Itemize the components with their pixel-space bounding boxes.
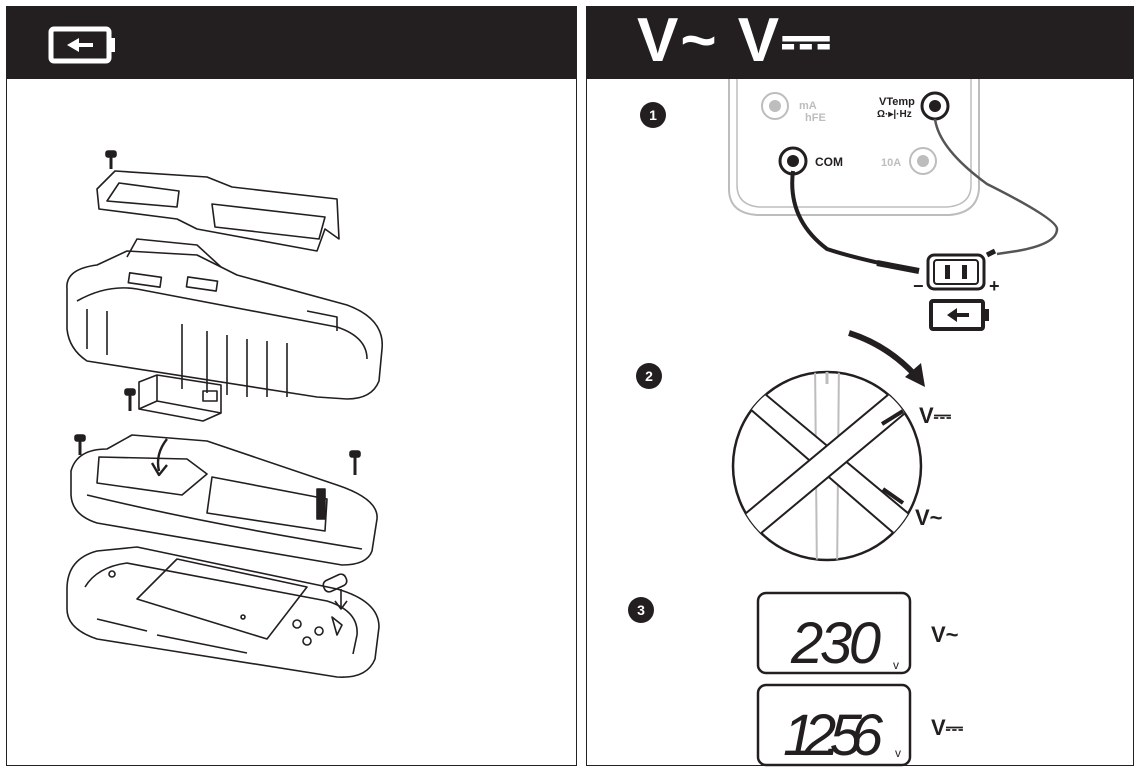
rotary-dial: V⎓ V~ (731, 330, 952, 562)
step-number-1: 1 (649, 107, 657, 123)
com-label: COM (815, 155, 843, 169)
dc-label: V⎓ (931, 715, 964, 740)
bottom-case (70, 434, 378, 566)
right-panel-header: V~ V⎓ (587, 6, 1133, 79)
multimeter-exploded-view (66, 150, 383, 678)
screw-top (105, 150, 117, 169)
battery-icon (929, 299, 989, 331)
lcd-display-ac: 230 v V~ (756, 591, 959, 676)
step-number-2: 2 (645, 368, 653, 384)
insert-arrow (156, 438, 168, 472)
plus-sign: + (989, 276, 1000, 296)
upper-case (66, 238, 383, 400)
voltage-measurement-panel: V~ V⎓ 1 2 3 mA hFE VTemp (586, 6, 1134, 768)
lcd-display-dc: 12.56 v V⎓ (756, 683, 964, 768)
ohm-label: Ω·▸|·Hz (877, 109, 912, 120)
battery (138, 374, 222, 422)
dc-unit: v (895, 746, 901, 760)
10a-label: 10A (881, 157, 901, 169)
vtemp-jack: VTemp Ω·▸|·Hz (877, 91, 950, 121)
ma-label: mA (799, 100, 817, 112)
measurement-steps: 1 2 3 mA hFE VTemp Ω·▸|·Hz (628, 79, 1059, 768)
ac-unit: v (893, 658, 899, 672)
pcb-bottom-shell (66, 546, 380, 678)
hfe-label: hFE (805, 112, 826, 124)
step-number-3: 3 (637, 602, 645, 618)
tilt-stand (96, 170, 340, 252)
battery-replacement-panel (6, 6, 577, 766)
black-test-lead (790, 170, 918, 273)
red-test-lead (933, 118, 1059, 256)
minus-sign: − (913, 276, 924, 296)
dc-source-socket: − + (913, 253, 1000, 296)
battery-replace-icon (48, 26, 115, 64)
com-jack: COM (778, 146, 843, 176)
ma-jack: mA hFE (761, 92, 826, 124)
screw-left-2 (74, 434, 86, 455)
screw-left (124, 388, 136, 411)
step-badge-1: 1 (640, 102, 666, 128)
dial-ac-label: V~ (915, 505, 943, 530)
meter-terminal-area: mA hFE VTemp Ω·▸|·Hz COM 10A (728, 79, 1059, 331)
dial-dc-label: V⎓ (919, 403, 952, 428)
step-badge-2: 2 (636, 363, 662, 389)
step-badge-3: 3 (628, 597, 654, 623)
left-panel-header (7, 7, 576, 79)
rotation-arrow (848, 330, 918, 378)
vtemp-label: VTemp (879, 96, 915, 108)
ac-label: V~ (931, 622, 959, 647)
10a-jack: 10A (881, 147, 937, 175)
ac-reading: 230 (790, 611, 881, 676)
dc-reading: 12.56 (783, 703, 884, 768)
header-title: V~ V⎓ (637, 6, 833, 75)
screw-right (349, 450, 361, 475)
